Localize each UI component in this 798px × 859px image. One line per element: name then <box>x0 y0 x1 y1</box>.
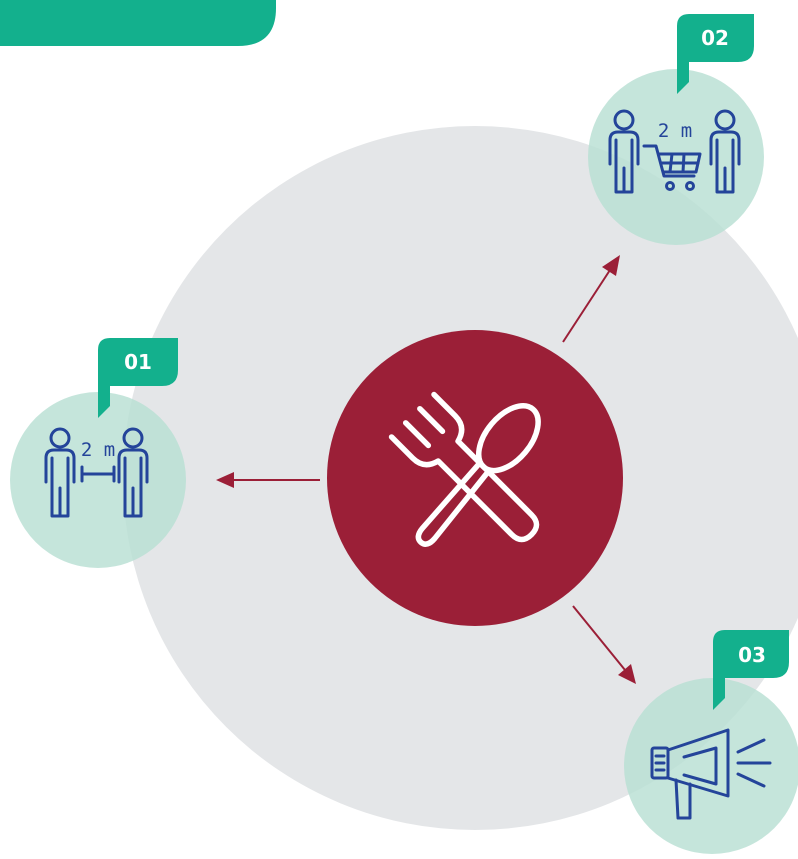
social-distancing-icon <box>44 427 149 518</box>
corner-tab <box>0 0 276 46</box>
item-03-number: 03 <box>738 643 766 667</box>
item-01-number: 01 <box>124 350 152 374</box>
arrow-to-02 <box>562 255 620 343</box>
shopping-distance-icon <box>608 109 741 194</box>
item-02-number: 02 <box>701 26 729 50</box>
arrow-to-03 <box>572 605 636 684</box>
center-circle <box>327 330 623 626</box>
arrow-to-01 <box>216 472 320 488</box>
item-03-badge: 03 <box>713 630 789 710</box>
item-03-bubble <box>624 678 798 854</box>
fork-and-spoon-icon <box>388 391 541 547</box>
megaphone-icon <box>650 728 772 820</box>
item-02: 02 2 m <box>588 14 764 245</box>
item-01-badge: 01 <box>98 338 178 418</box>
item-01-distance-label: 2 m <box>81 439 115 461</box>
item-01-bubble <box>10 392 186 568</box>
item-03: 03 <box>624 630 798 854</box>
item-02-distance-label: 2 m <box>658 120 692 142</box>
item-01: 01 2 m <box>10 338 186 568</box>
item-02-badge: 02 <box>677 14 754 94</box>
